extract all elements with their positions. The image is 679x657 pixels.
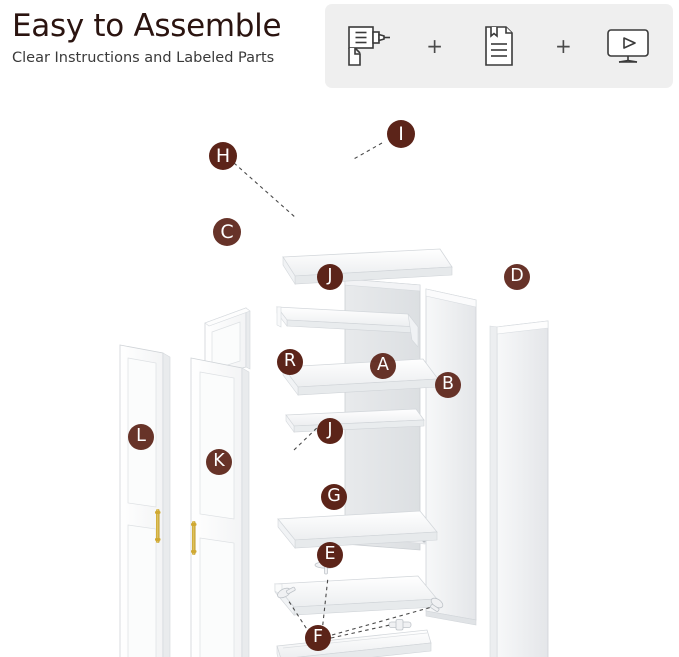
part-C-upper-door-panel bbox=[204, 307, 251, 380]
page-title: Easy to Assemble bbox=[12, 8, 282, 44]
exploded-assembly-diagram bbox=[0, 95, 679, 657]
part-D-right-side-panel bbox=[489, 320, 549, 657]
leader-F bbox=[321, 576, 329, 633]
plus-separator-2: + bbox=[555, 34, 572, 58]
leader-F4 bbox=[331, 606, 433, 636]
part-badge-H[interactable]: H bbox=[209, 142, 237, 170]
plus-separator-1: + bbox=[426, 34, 443, 58]
part-badge-E[interactable]: E bbox=[317, 542, 343, 568]
part-badge-C[interactable]: C bbox=[213, 218, 241, 246]
part-badge-G[interactable]: G bbox=[321, 484, 347, 510]
leader-H bbox=[233, 162, 297, 219]
dowel-pin-center bbox=[388, 619, 412, 631]
cam-lock-screw-left bbox=[277, 586, 296, 599]
part-E-base-rail bbox=[276, 629, 432, 657]
part-badge-D[interactable]: D bbox=[504, 264, 530, 290]
part-L-left-door bbox=[119, 344, 171, 657]
part-badge-L[interactable]: L bbox=[128, 424, 154, 450]
title-block: Easy to Assemble Clear Instructions and … bbox=[12, 6, 317, 68]
leader-F3 bbox=[330, 624, 391, 639]
part-badge-K[interactable]: K bbox=[206, 449, 232, 475]
instruction-manual-icon bbox=[469, 18, 529, 74]
leader-lines bbox=[233, 142, 433, 639]
page-subtitle: Clear Instructions and Labeled Parts bbox=[12, 50, 275, 66]
part-I-top-panel bbox=[282, 248, 453, 286]
video-tutorial-icon bbox=[598, 18, 658, 74]
part-badge-I[interactable]: I bbox=[387, 120, 415, 148]
resources-icon-panel: + + bbox=[325, 4, 673, 88]
part-G-bottom-shelf bbox=[274, 575, 438, 616]
part-badge-F[interactable]: F bbox=[305, 625, 331, 651]
part-badge-R[interactable]: R bbox=[277, 349, 303, 375]
part-badge-B[interactable]: B bbox=[435, 372, 461, 398]
part-B-left-side-panel bbox=[425, 288, 477, 626]
part-badge-J-upper[interactable]: J bbox=[317, 264, 343, 290]
part-badge-J-lower[interactable]: J bbox=[317, 418, 343, 444]
part-K-right-door bbox=[190, 357, 250, 657]
leader-I bbox=[351, 142, 383, 161]
part-J-upper-shelf bbox=[282, 358, 439, 396]
header: Easy to Assemble Clear Instructions and … bbox=[0, 0, 679, 95]
power-drill-icon bbox=[340, 18, 400, 74]
part-H-top-rail bbox=[276, 306, 419, 348]
part-badge-A[interactable]: A bbox=[370, 353, 396, 379]
cam-lock-screw-right bbox=[430, 597, 444, 612]
